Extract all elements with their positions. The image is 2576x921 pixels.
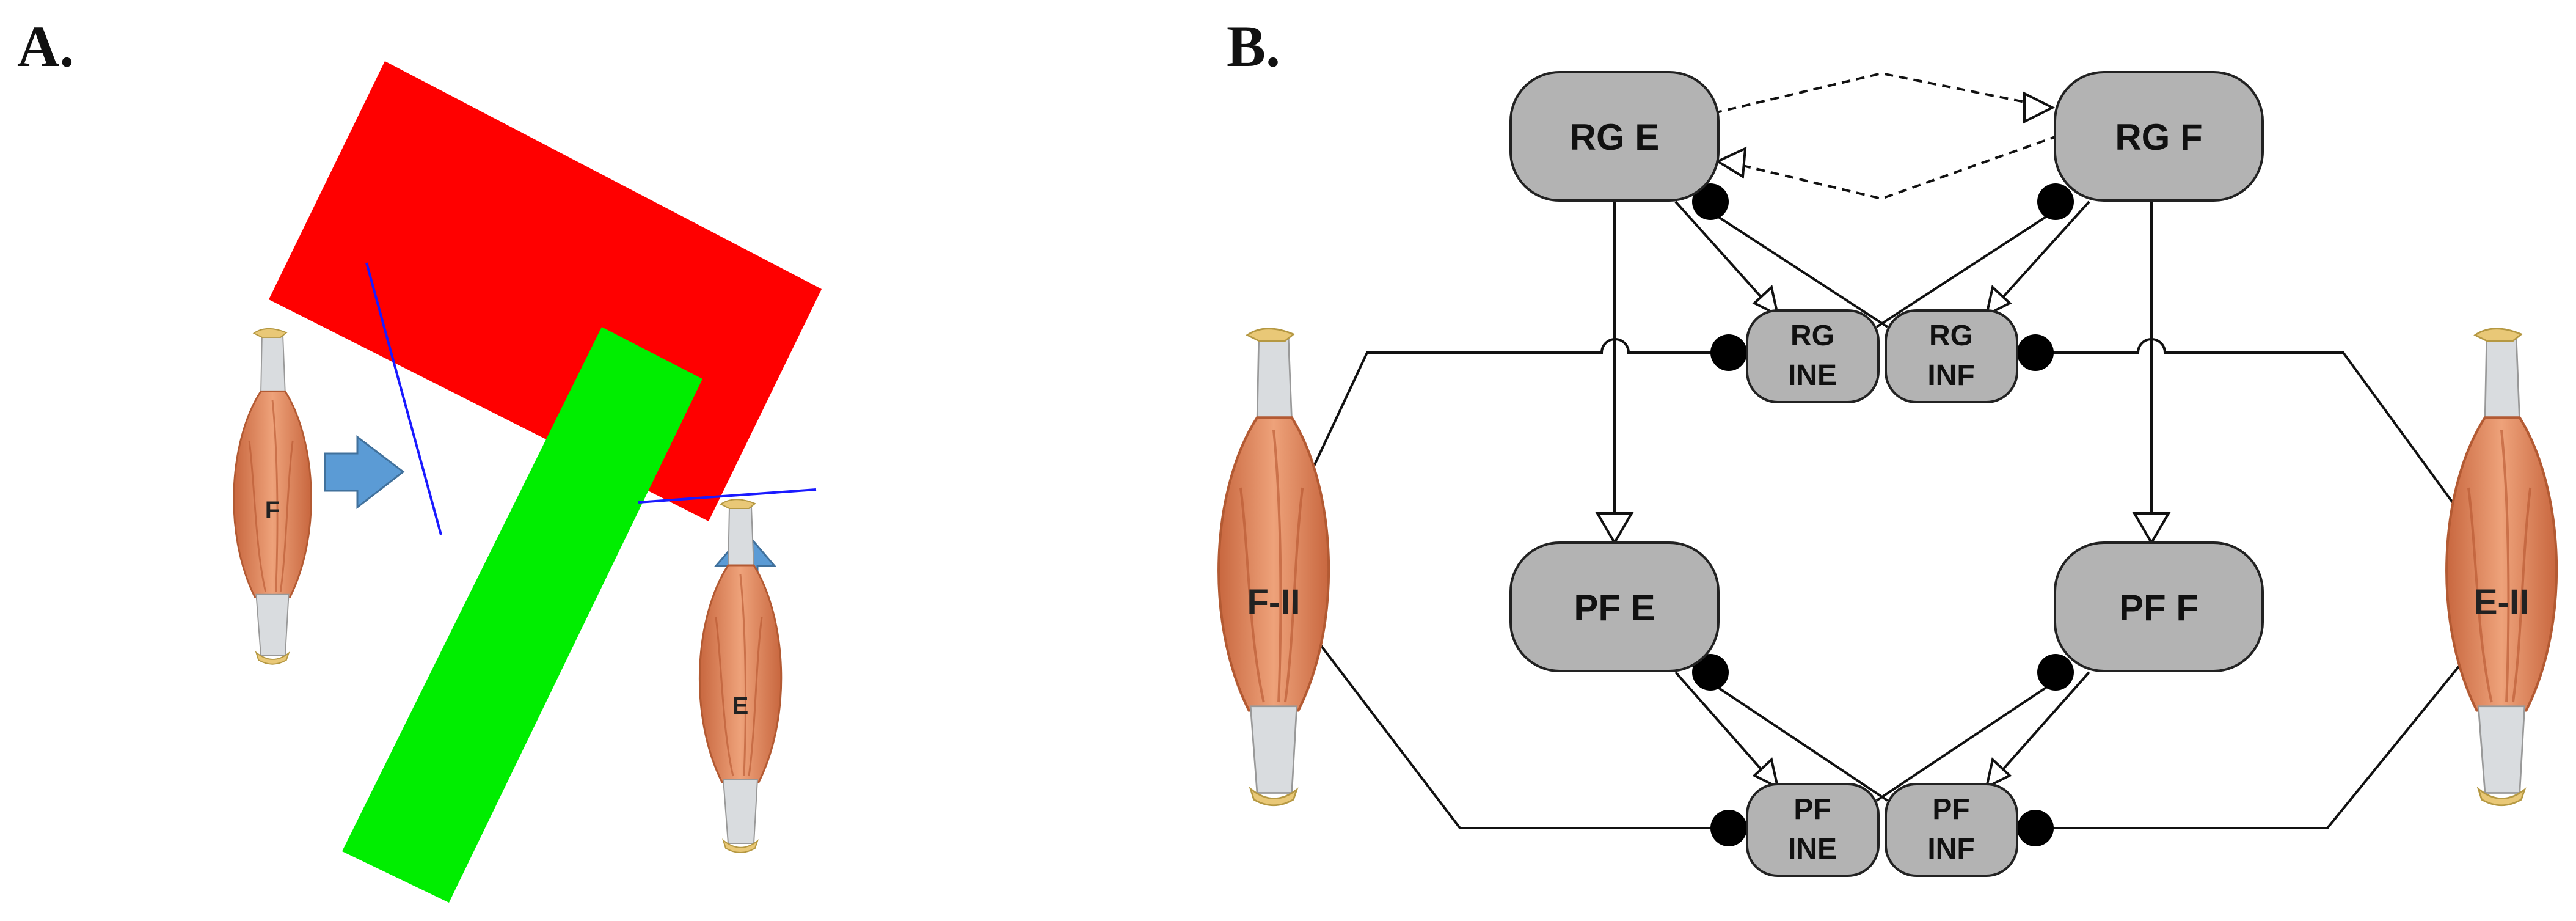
rg-f-to-rg-e-dashed — [1719, 134, 2059, 200]
panel-a-label: A. — [17, 13, 74, 79]
rg-inf-label-line2: INF — [1927, 359, 1974, 392]
pf-f-node: PF F — [2054, 541, 2264, 672]
rg-f-to-rg-inf-line — [1991, 200, 2090, 310]
pf-f-inhibitory-dot — [2037, 654, 2074, 691]
rg-f-inhibitory-dot — [2037, 183, 2074, 220]
panel-a: A. F E — [17, 13, 822, 903]
pf-e-to-pf-ine-line — [1674, 671, 1773, 782]
rg-ine-node: RG INE — [1746, 309, 1880, 403]
pf-f-label: PF F — [2119, 587, 2198, 628]
rg-inf-arrowhead — [1985, 285, 2012, 317]
rg-f-node: RG F — [2054, 71, 2264, 202]
rg-ine-label-line2: INE — [1788, 359, 1837, 392]
e-ii-muscle-icon — [2446, 329, 2556, 805]
e-ii-lower-connection — [2044, 647, 2475, 829]
rg-f-label: RG F — [2115, 117, 2202, 158]
pf-ine-node: PF INE — [1746, 783, 1880, 877]
pf-inf-to-pf-e-line — [1703, 677, 1889, 802]
rg-ine-to-rg-f-line — [1875, 207, 2061, 328]
extensor-muscle-icon — [698, 498, 783, 854]
e-ii-label: E-II — [2474, 582, 2529, 622]
lower-limb-segment — [342, 327, 702, 903]
panel-b: B. — [1219, 13, 2556, 877]
f-ii-upper-connection — [1288, 338, 1726, 520]
rg-inf-node: RG INF — [1885, 309, 2018, 403]
reference-line-upper — [365, 262, 442, 535]
f-ii-muscle-icon — [1219, 329, 1329, 805]
pf-inf-label-line2: INF — [1927, 833, 1974, 865]
f-ii-lower-connection — [1312, 634, 1726, 829]
pf-ine-label-line1: PF — [1793, 793, 1831, 826]
rg-e-dashed-arrowhead — [1715, 146, 1747, 179]
flexor-force-arrow — [324, 435, 405, 510]
rg-ine-afferent-dot — [1710, 334, 1747, 371]
pf-ine-label-line2: INE — [1788, 833, 1837, 865]
rg-e-inhibitory-dot — [1692, 183, 1729, 220]
rg-f-dashed-arrowhead — [2023, 91, 2056, 124]
extensor-muscle-label: E — [732, 692, 749, 719]
rg-ine-label-line1: RG — [1790, 320, 1834, 352]
pf-f-arrowhead — [2132, 512, 2171, 545]
pf-ine-arrowhead — [1752, 757, 1779, 790]
e-ii-upper-connection — [2043, 338, 2475, 533]
pf-e-inhibitory-dot — [1692, 654, 1729, 691]
pf-e-label: PF E — [1574, 587, 1655, 628]
pf-f-to-pf-inf-line — [1991, 671, 2090, 782]
panel-b-label: B. — [1227, 13, 1280, 79]
pf-inf-node: PF INF — [1885, 783, 2018, 877]
rg-e-label: RG E — [1570, 117, 1660, 158]
rg-e-to-rg-ine-line — [1674, 200, 1773, 310]
pf-inf-arrowhead — [1985, 757, 2012, 790]
rg-inf-to-rg-e-line — [1703, 207, 1889, 328]
rg-e-node: RG E — [1509, 71, 1720, 202]
reference-line-lower — [638, 488, 817, 504]
rg-inf-afferent-dot — [2017, 334, 2054, 371]
pf-inf-label-line1: PF — [1932, 793, 1969, 826]
pf-ine-to-pf-f-line — [1875, 677, 2061, 802]
flexor-muscle-label: F — [265, 497, 280, 524]
rg-e-to-rg-f-dashed — [1713, 72, 2050, 114]
pf-e-node: PF E — [1509, 541, 1720, 672]
f-ii-label: F-II — [1247, 582, 1301, 622]
pf-ine-afferent-dot — [1710, 810, 1747, 846]
rg-ine-arrowhead — [1752, 285, 1779, 317]
pf-e-arrowhead — [1595, 512, 1634, 545]
rg-inf-label-line1: RG — [1929, 320, 1973, 352]
pf-inf-afferent-dot — [2017, 810, 2054, 846]
